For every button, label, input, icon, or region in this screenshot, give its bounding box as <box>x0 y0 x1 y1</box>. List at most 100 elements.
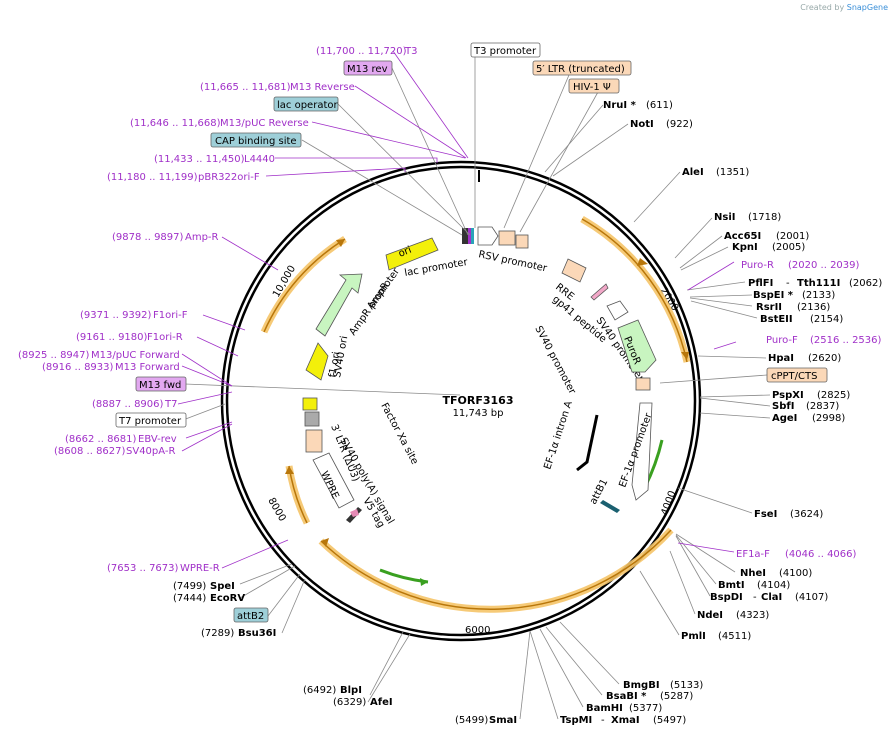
m13rev-label: M13 rev <box>347 64 388 75</box>
plasmid-name: TFORF3163 <box>443 394 514 407</box>
pflfi-dash: - <box>786 278 790 289</box>
m13fwd-label: M13 fwd <box>139 380 181 391</box>
m13pucrev-pos: (11,646 .. 11,668) <box>130 118 221 129</box>
outer-feature-arcs-core <box>263 218 688 610</box>
lacop-box <box>273 96 339 112</box>
ecorv-label: EcoRV <box>210 593 245 604</box>
hpai-label: HpaI <box>768 353 794 364</box>
afei-pos: (6329) <box>333 697 366 708</box>
lacop-label: lac operator <box>277 100 338 111</box>
inner-features: ori lac promoter RSV promoter RRE gp41 p… <box>302 226 657 530</box>
ampr-label: AmpR <box>365 281 391 312</box>
smai-pos: (5499) <box>455 715 488 726</box>
ef1a-intron-label: EF-1α intron A <box>542 400 575 471</box>
blpi-label: BlpI <box>340 685 362 696</box>
5ltr-label: 5′ LTR (truncated) <box>536 64 625 75</box>
bsteii-pos: (2154) <box>810 314 843 325</box>
sbfi-pos: (2837) <box>806 401 839 412</box>
m13fwd-box <box>135 376 187 392</box>
credit-text: Created by <box>800 3 845 12</box>
attb2-label: attB2 <box>237 611 264 622</box>
rsrii-label: RsrII <box>756 302 782 313</box>
m13pucrev-label: M13/pUC Reverse <box>220 118 309 129</box>
ori-arrow <box>385 237 439 271</box>
bsu36i-pos: (7289) <box>201 628 234 639</box>
ef1a-intron-bar <box>576 414 599 472</box>
l4440-pos: (11,433 .. 11,450) <box>154 154 245 165</box>
t3-label: T3 <box>404 46 417 57</box>
rsv-promoter-arrow <box>477 226 499 246</box>
pmli-label: PmlI <box>681 631 706 642</box>
puror-primer-label: Puro-R <box>741 260 774 271</box>
m13f-label: M13 Forward <box>115 362 180 373</box>
rsrii-pos: (2136) <box>797 302 830 313</box>
snapgene-logo: SnapGene <box>846 3 888 12</box>
ampr-primer-label: Amp-R <box>185 232 219 243</box>
t7-pos: (8887 .. 8906) <box>92 399 164 410</box>
clai-label: ClaI <box>761 592 782 603</box>
f1-ori-label: f1 ori <box>327 351 342 379</box>
cap-feature <box>462 228 468 244</box>
5ltr-box <box>532 60 632 76</box>
bsabi-label: BsaBI * <box>606 691 647 702</box>
tick-6000: 6000 <box>465 625 490 636</box>
rsv-promoter-label: RSV promoter <box>477 249 548 274</box>
fsei-label: FseI <box>754 509 777 520</box>
bmgbi-label: BmgBI <box>623 680 660 691</box>
ef1af-pos: (4046 .. 4066) <box>785 549 857 560</box>
wpre-arrow <box>312 452 355 509</box>
acc65i-label: Acc65I <box>724 231 761 242</box>
tick-4000: 4000 <box>659 489 678 517</box>
kpni-pos: (2005) <box>772 242 805 253</box>
t3-pos: (11,700 .. 11,720) <box>316 46 407 57</box>
ndei-pos: (4323) <box>736 610 769 621</box>
ebv-label: EBV-rev <box>138 434 177 445</box>
f1orif-pos: (9371 .. 9392) <box>80 310 152 321</box>
sv40-polya-feature <box>304 411 320 427</box>
leader-lines <box>182 57 771 720</box>
tth111i-label: Tth111I <box>797 278 840 289</box>
noti-pos: (922) <box>666 119 693 130</box>
pspxi-label: PspXI <box>772 390 804 401</box>
agei-pos: (2998) <box>812 413 845 424</box>
acc65i-pos: (2001) <box>776 231 809 242</box>
purof-label: Puro-F <box>766 335 798 346</box>
spei-label: SpeI <box>210 581 235 592</box>
bspdi-pos: (4107) <box>795 592 828 603</box>
sv40pa-label: SV40pA-R <box>126 446 175 457</box>
tspmi-label: TspMI <box>560 715 592 726</box>
bmgbi-pos: (5133) <box>670 680 703 691</box>
sbfi-label: SbfI <box>772 401 794 412</box>
rre-feature <box>561 258 587 283</box>
nsii-pos: (1718) <box>748 212 781 223</box>
bspdi-label: BspDI <box>710 592 743 603</box>
sv40-ori-feature <box>302 397 318 411</box>
backbone-outer <box>220 160 702 642</box>
m13f-pos: (8916 .. 8933) <box>42 362 114 373</box>
tspmi-dash: - <box>601 715 605 726</box>
noti-label: NotI <box>630 119 654 130</box>
m13puc-pos: (8925 .. 8947) <box>18 350 90 361</box>
hiv1-box <box>568 78 620 94</box>
hpai-pos: (2620) <box>808 353 841 364</box>
bamhi-label: BamHI <box>586 703 623 714</box>
alei-label: AleI <box>682 167 704 178</box>
primer-leader-lines <box>177 50 737 569</box>
wprer-label: WPRE-R <box>180 563 220 574</box>
m13rev-primer-pos: (11,665 .. 11,681) <box>200 82 291 93</box>
cppt-label: cPPT/CTS <box>771 371 817 382</box>
bsabi-pos: (5287) <box>660 691 693 702</box>
3ltr-feature <box>305 429 323 453</box>
plasmid-size: 11,743 bp <box>453 408 504 419</box>
left-site-labels: (8608 .. 8627) SV40pA-R (8662 .. 8681) E… <box>18 46 417 457</box>
l4440-label: L4440 <box>244 154 275 165</box>
orf-arrowhead <box>420 578 428 586</box>
bsteii-label: BstEII <box>760 314 793 325</box>
ampr-primer-pos: (9878 .. 9897) <box>112 232 184 243</box>
f1-ori-arrow <box>305 342 329 381</box>
factor-xa-label: Factor Xa site <box>378 401 420 466</box>
spei-pos: (7499) <box>173 581 206 592</box>
ebv-pos: (8662 .. 8681) <box>65 434 137 445</box>
puror-arrow <box>617 319 657 373</box>
